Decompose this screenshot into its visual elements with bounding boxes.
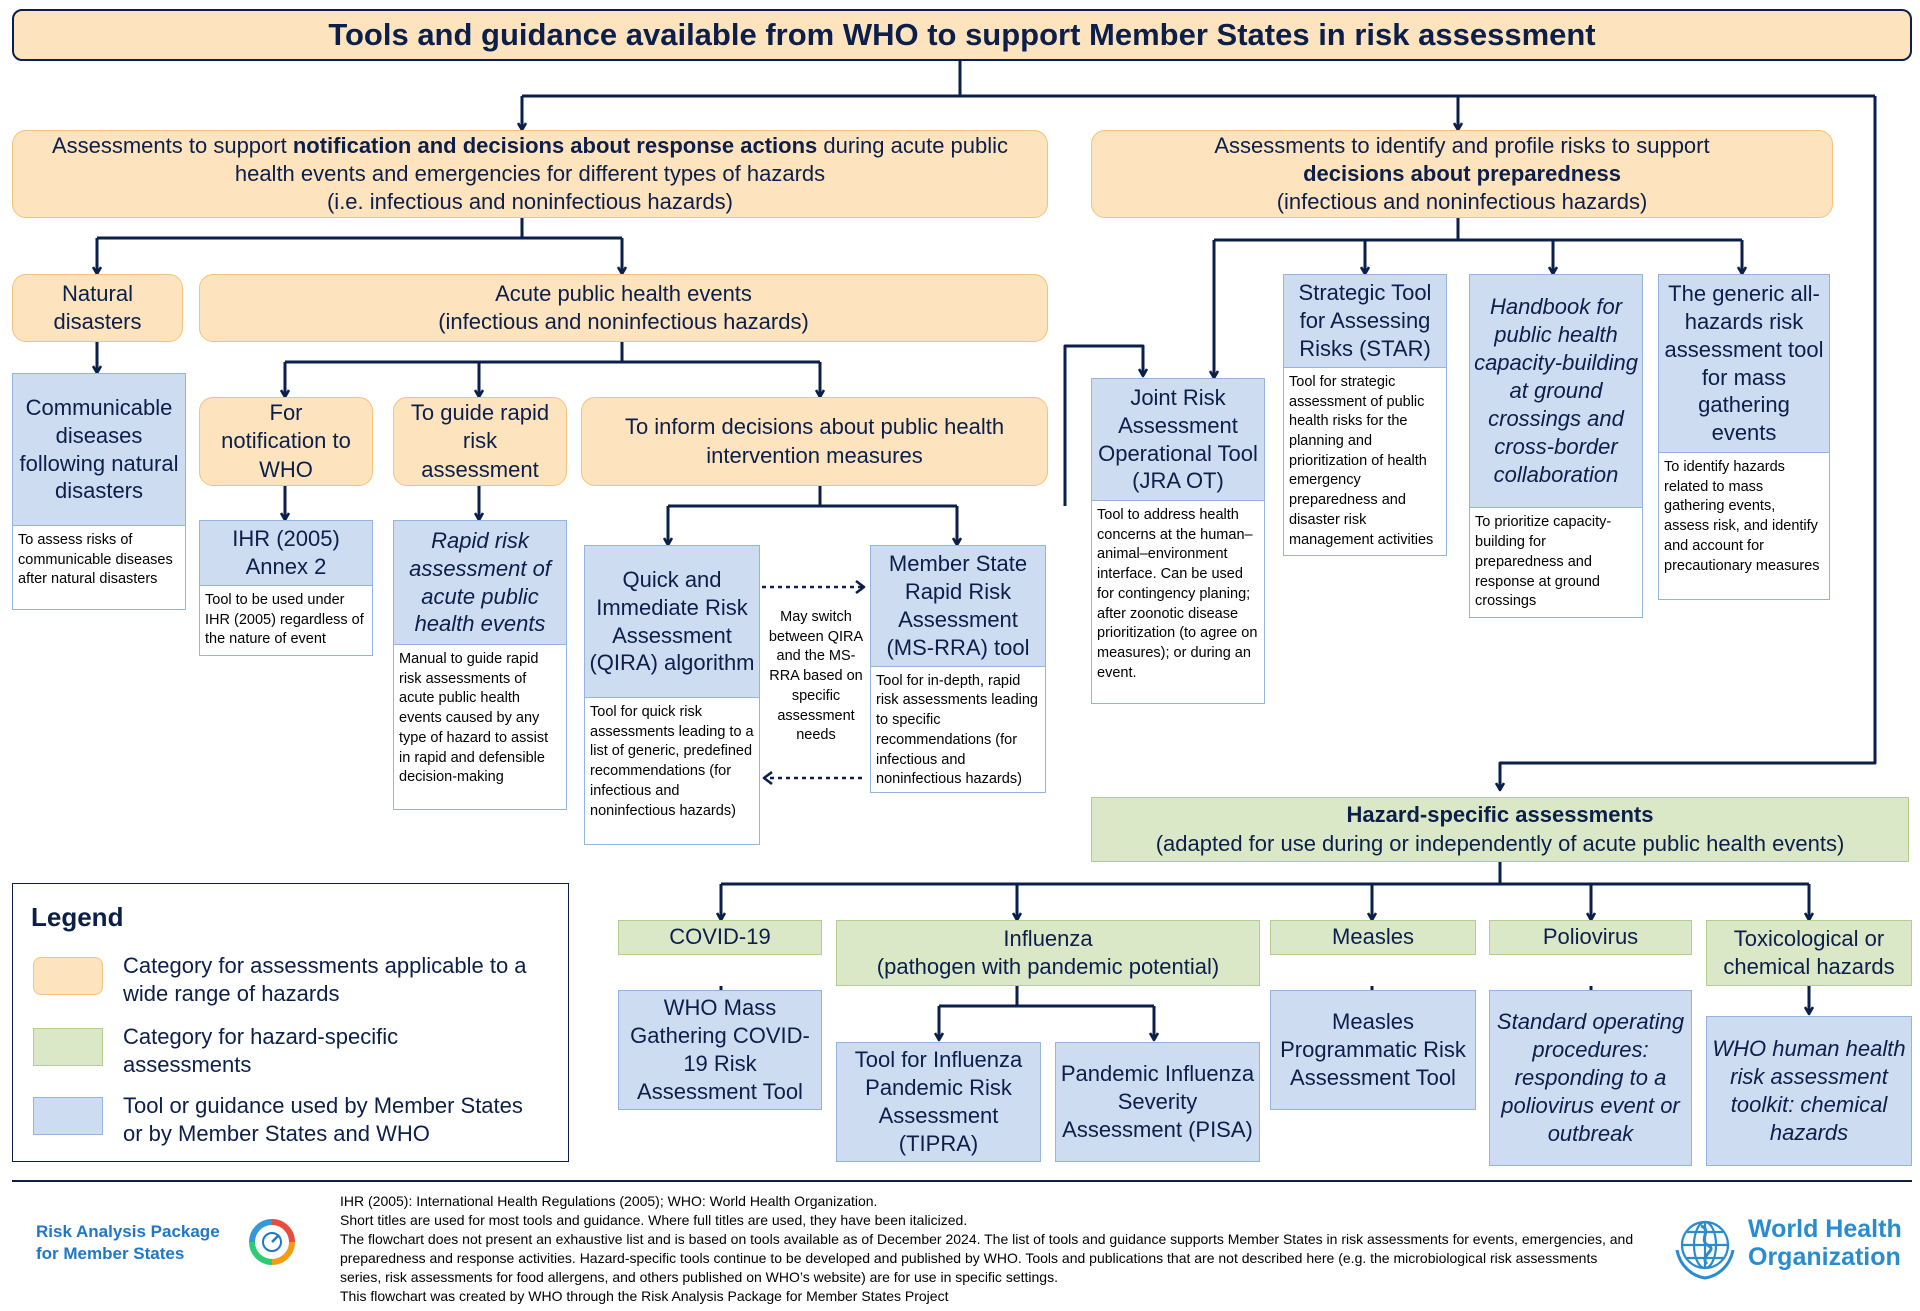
footnote-1: IHR (2005): International Health Regulat… [340, 1193, 878, 1209]
toxicological-category: Toxicological or chemical hazards [1706, 920, 1912, 986]
poliovirus-sop-tool: Standard operating procedures: respondin… [1489, 990, 1692, 1166]
page-title: Tools and guidance available from WHO to… [12, 9, 1912, 61]
rapid-risk-assessment-title: Rapid risk assessment of acute public he… [394, 521, 566, 645]
ms-rra-tool: Member State Rapid Risk Assessment (MS-R… [870, 545, 1046, 793]
handbook-title: Handbook for public health capacity-buil… [1470, 275, 1642, 509]
measles-label: Measles [1332, 924, 1414, 950]
footnotes: IHR (2005): International Health Regulat… [340, 1192, 1640, 1306]
who-logo-text: World Health Organization [1748, 1215, 1902, 1271]
covid-category: COVID-19 [618, 920, 822, 955]
right-branch-line3: (infectious and noninfectious hazards) [1276, 189, 1648, 215]
left-branch-text: Assessments to support notification and … [33, 132, 1027, 188]
to-guide-category: To guide rapid risk assessment [393, 397, 567, 486]
hazard-specific-category: Hazard-specific assessments (adapted for… [1091, 797, 1909, 862]
to-guide-label: To guide rapid risk assessment [410, 400, 550, 482]
influenza-category: Influenza (pathogen with pandemic potent… [836, 920, 1260, 986]
jra-ot-desc: Tool to address health concerns at the h… [1097, 507, 1258, 681]
rap-logo-line1: Risk Analysis Package [36, 1222, 220, 1241]
ms-rra-title: Member State Rapid Risk Assessment (MS-R… [871, 546, 1045, 667]
influenza-line1: Influenza [1003, 925, 1093, 951]
communicable-diseases-desc: To assess risks of communicable diseases… [18, 532, 173, 588]
to-inform-category: To inform decisions about public health … [581, 397, 1048, 486]
star-title: Strategic Tool for Assessing Risks (STAR… [1284, 275, 1446, 368]
measles-tool: Measles Programmatic Risk Assessment Too… [1270, 990, 1476, 1110]
measles-category: Measles [1270, 920, 1476, 955]
right-branch-bold: decisions about preparedness [1303, 160, 1621, 186]
ihr-annex2-desc: Tool to be used under IHR (2005) regardl… [205, 591, 364, 648]
left-branch-line3: (i.e. infectious and noninfectious hazar… [326, 189, 733, 215]
poliovirus-category: Poliovirus [1489, 920, 1692, 955]
acute-events-line1: Acute public health events [495, 280, 752, 306]
right-branch-category: Assessments to identify and profile risk… [1091, 130, 1833, 218]
covid-mass-gathering-tool: WHO Mass Gathering COVID-19 Risk Assessm… [618, 990, 822, 1110]
rapid-risk-assessment-tool: Rapid risk assessment of acute public he… [393, 520, 567, 810]
qira-desc: Tool for quick risk assessments leading … [590, 704, 754, 819]
star-tool: Strategic Tool for Assessing Risks (STAR… [1283, 274, 1447, 556]
natural-disasters-category: Natural disasters [12, 274, 183, 342]
legend-swatch-blue [33, 1097, 103, 1135]
footer-divider [12, 1180, 1912, 1182]
star-desc: Tool for strategic assessment of public … [1289, 373, 1434, 548]
rap-logo-text: Risk Analysis Package for Member States [36, 1221, 220, 1265]
poliovirus-label: Poliovirus [1542, 924, 1639, 950]
qira-title: Quick and Immediate Risk Assessment (QIR… [585, 546, 759, 698]
to-inform-label: To inform decisions about public health … [624, 414, 1005, 468]
page-title-text: Tools and guidance available from WHO to… [328, 17, 1596, 52]
acute-events-line2: (infectious and noninfectious hazards) [438, 309, 809, 334]
handbook-desc: To prioritize capacity-building for prep… [1475, 514, 1612, 610]
legend-swatch-green [33, 1028, 103, 1066]
qira-tool: Quick and Immediate Risk Assessment (QIR… [584, 545, 760, 845]
mass-gathering-title: The generic all-hazards risk assessment … [1659, 275, 1829, 453]
left-branch-pre: Assessments to support [51, 132, 293, 158]
mass-gathering-desc: To identify hazards related to mass gath… [1664, 459, 1820, 574]
chemical-toolkit-tool: WHO human health risk assessment toolkit… [1706, 1016, 1912, 1166]
for-notification-category: For notification to WHO [199, 397, 373, 486]
acute-events-category: Acute public health events (infectious a… [199, 274, 1048, 342]
legend: Legend Category for assessments applicab… [12, 883, 569, 1162]
rap-logo-icon [249, 1219, 295, 1265]
communicable-diseases-tool: Communicable diseases following natural … [12, 373, 186, 610]
who-emblem-icon [1675, 1220, 1735, 1280]
handbook-tool: Handbook for public health capacity-buil… [1469, 274, 1643, 618]
rap-logo-line2: for Member States [36, 1244, 185, 1264]
footnote-3: The flowchart does not present an exhaus… [340, 1231, 1634, 1286]
legend-label-blue: Tool or guidance used by Member States o… [123, 1093, 523, 1147]
communicable-diseases-title: Communicable diseases following natural … [13, 374, 185, 526]
footnote-2: Short titles are used for most tools and… [340, 1212, 968, 1229]
left-branch-post: during acute public health events and em… [234, 132, 1009, 186]
legend-title: Legend [31, 902, 124, 932]
legend-label-green: Category for hazard-specific assessments [123, 1024, 399, 1078]
mass-gathering-tool: The generic all-hazards risk assessment … [1658, 274, 1830, 600]
for-notification-label: For notification to WHO [221, 400, 351, 482]
left-branch-bold: notification and decisions about respons… [292, 132, 818, 158]
right-branch-line1: Assessments to identify and profile risk… [1214, 132, 1710, 158]
pisa-tool: Pandemic Influenza Severity Assessment (… [1055, 1042, 1260, 1162]
switch-note: May switch between QIRA and the MS-RRA b… [768, 609, 864, 744]
covid-label: COVID-19 [669, 924, 771, 950]
footnote-4: This flowchart was created by WHO throug… [340, 1288, 949, 1305]
influenza-line2: (pathogen with pandemic potential) [876, 954, 1220, 979]
jra-ot-title: Joint Risk Assessment Operational Tool (… [1092, 379, 1264, 501]
legend-swatch-orange [33, 957, 103, 995]
who-logo-line1: World Health [1748, 1215, 1902, 1243]
hazard-specific-line2: (adapted for use during or independently… [1155, 830, 1845, 856]
hazard-specific-bold: Hazard-specific assessments [1346, 802, 1654, 828]
left-branch-category: Assessments to support notification and … [12, 130, 1048, 218]
ihr-annex2-tool: IHR (2005) Annex 2 Tool to be used under… [199, 520, 373, 656]
who-logo-line2: Organization [1748, 1242, 1901, 1271]
jra-ot-tool: Joint Risk Assessment Operational Tool (… [1091, 378, 1265, 704]
ihr-annex2-title: IHR (2005) Annex 2 [200, 521, 372, 586]
toxicological-label: Toxicological or chemical hazards [1723, 925, 1895, 979]
legend-label-orange: Category for assessments applicable to a… [123, 953, 527, 1007]
tipra-tool: Tool for Influenza Pandemic Risk Assessm… [836, 1042, 1041, 1162]
ms-rra-desc: Tool for in-depth, rapid risk assessment… [876, 672, 1038, 788]
rapid-risk-assessment-desc: Manual to guide rapid risk assessments o… [399, 651, 549, 786]
natural-disasters-label: Natural disasters [53, 280, 142, 334]
